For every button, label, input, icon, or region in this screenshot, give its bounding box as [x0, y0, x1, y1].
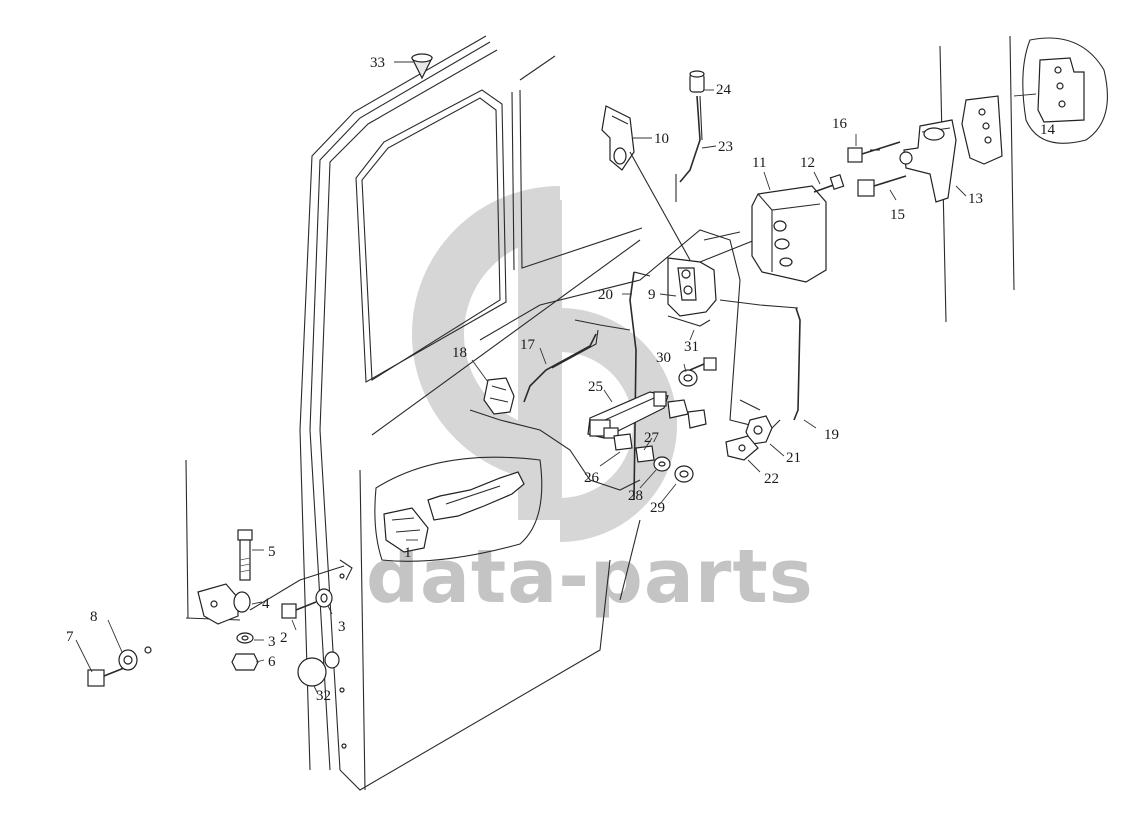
- part-31-bolt: [689, 357, 717, 371]
- callout-33: 33: [370, 55, 385, 71]
- callout-25: 25: [588, 379, 603, 395]
- callout-23: 23: [718, 139, 733, 155]
- callout-6: 6: [268, 654, 276, 670]
- callout-20: 20: [598, 287, 613, 303]
- part-18-clip: [483, 377, 515, 415]
- callout-11: 11: [752, 155, 766, 171]
- callout-17: 17: [520, 337, 536, 353]
- callout-32: 32: [316, 688, 331, 704]
- part-13-hinge: [899, 119, 957, 203]
- part-9-latch: [667, 231, 761, 327]
- callout-2: 2: [280, 630, 288, 646]
- part-1-outer-handle-detail: [374, 456, 543, 562]
- part-7-bolt: [87, 667, 125, 687]
- callout-30: 30: [656, 350, 671, 366]
- callout-28: 28: [628, 488, 643, 504]
- part-27-plates: [613, 399, 707, 463]
- part-12-bolt: [813, 173, 845, 193]
- callout-22: 22: [764, 471, 779, 487]
- part-6-nut: [231, 653, 259, 671]
- callout-13: 13: [968, 191, 983, 207]
- callout-14: 14: [1040, 122, 1056, 138]
- part-16-bolt: [847, 141, 901, 163]
- part-4-hinge-bracket: [197, 559, 353, 625]
- callout-19: 19: [824, 427, 839, 443]
- part-3-washer-b: [236, 632, 254, 644]
- part-33-plug: [411, 53, 433, 80]
- callout-7: 7: [66, 629, 74, 645]
- callout-27: 27: [644, 430, 660, 446]
- part-30-washer: [678, 369, 698, 387]
- callout-4: 4: [262, 596, 270, 612]
- callout-3-washer: 3: [268, 634, 276, 650]
- callout-10: 10: [654, 131, 669, 147]
- callout-labels: 33 24 10 23 16 14 11 12 13 15 9 20 18 17…: [66, 55, 1056, 704]
- part-11-striker-block: [751, 185, 827, 283]
- callout-5: 5: [268, 544, 276, 560]
- callout-16: 16: [832, 116, 848, 132]
- callout-21: 21: [786, 450, 801, 466]
- watermark-text: data-parts: [366, 534, 814, 620]
- part-20-rod: [629, 271, 651, 501]
- part-32-plug: [297, 657, 327, 687]
- part-15-bolt: [857, 175, 907, 197]
- callout-12: 12: [800, 155, 815, 171]
- part-14-detail-view: [1013, 37, 1108, 144]
- part-10-bracket: [601, 105, 691, 261]
- part-25-inner-handle: [587, 391, 669, 439]
- part-2-bolt: [281, 601, 317, 619]
- part-14-plate: [961, 95, 1003, 165]
- part-19-rod: [719, 299, 801, 421]
- part-24-rod-cap: [689, 70, 705, 93]
- part-21-cam: [745, 415, 773, 445]
- part-8-washer: [118, 646, 152, 671]
- callout-31: 31: [684, 339, 699, 355]
- callout-29: 29: [650, 500, 665, 516]
- callout-15: 15: [890, 207, 905, 223]
- door-holes: [324, 573, 347, 749]
- part-5-bolt: [237, 529, 253, 581]
- part-28-washer: [653, 456, 671, 472]
- leader-lines: [75, 61, 967, 695]
- part-29-nut: [674, 465, 694, 483]
- part-23-lock-rod: [675, 95, 703, 202]
- watermark-logo: [412, 186, 677, 542]
- door-panel: [185, 35, 643, 791]
- callout-1: 1: [404, 545, 412, 561]
- part-22-lever: [725, 435, 759, 461]
- part-3-washer-a: [315, 588, 333, 608]
- callout-26: 26: [584, 470, 600, 486]
- callout-9: 9: [648, 287, 656, 303]
- callout-8: 8: [90, 609, 98, 625]
- callout-18: 18: [452, 345, 467, 361]
- callout-24: 24: [716, 82, 732, 98]
- callout-3-upper: 3: [338, 619, 346, 635]
- part-17-rod: [523, 329, 599, 403]
